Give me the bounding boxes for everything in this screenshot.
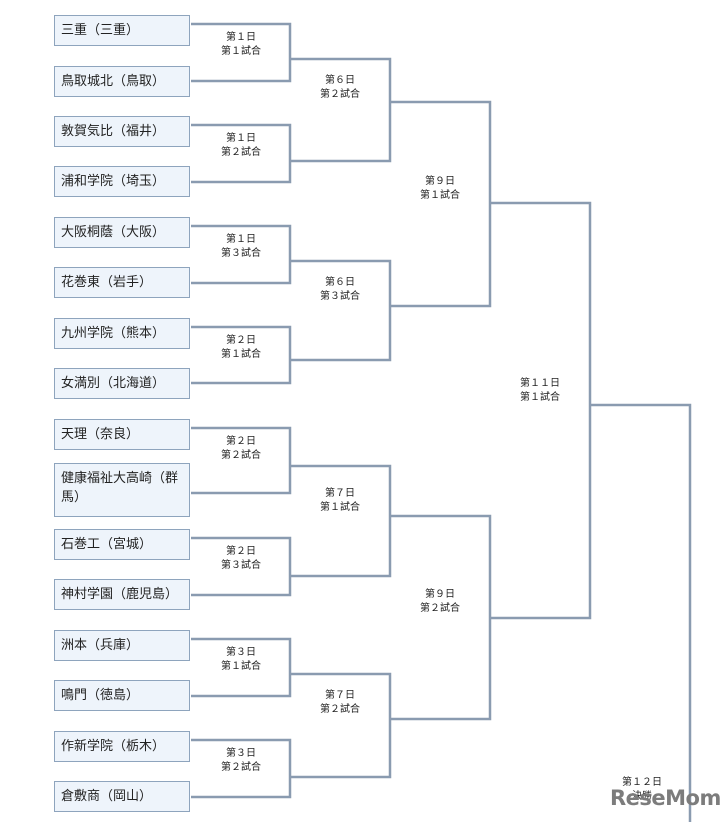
team-name: 天理（奈良） <box>61 427 140 442</box>
match-day: 第２日 <box>226 436 256 447</box>
team-slot: 花巻東（岩手） <box>54 267 190 298</box>
match-label: 第６日第２試合 <box>304 74 376 102</box>
match-label: 第２日第２試合 <box>205 435 277 463</box>
match-game: 第１試合 <box>320 502 360 513</box>
match-game: 第３試合 <box>320 291 360 302</box>
team-name: 鳥取城北（鳥取） <box>61 74 166 89</box>
match-label-final: 第１２日決勝 <box>604 776 680 804</box>
team-name: 倉敷商（岡山） <box>61 789 153 804</box>
match-label: 第２日第１試合 <box>205 334 277 362</box>
match-game: 第３試合 <box>221 248 261 259</box>
team-slot: 浦和学院（埼玉） <box>54 166 190 197</box>
team-name: 三重（三重） <box>61 23 140 38</box>
match-game: 第１試合 <box>420 190 460 201</box>
match-game: 第１試合 <box>221 46 261 57</box>
team-slot: 敦賀気比（福井） <box>54 116 190 147</box>
match-label: 第７日第１試合 <box>304 487 376 515</box>
team-name: 女満別（北海道） <box>61 376 166 391</box>
match-game: 第２試合 <box>221 450 261 461</box>
match-game: 決勝 <box>632 791 652 802</box>
match-game: 第１試合 <box>221 349 261 360</box>
match-game: 第２試合 <box>420 603 460 614</box>
team-slot: 神村学園（鹿児島） <box>54 579 190 610</box>
team-slot: 鳥取城北（鳥取） <box>54 66 190 97</box>
match-label: 第３日第２試合 <box>205 747 277 775</box>
match-game: 第３試合 <box>221 560 261 571</box>
team-name: 敦賀気比（福井） <box>61 124 166 139</box>
team-name: 鳴門（徳島） <box>61 688 140 703</box>
match-label: 第１日第３試合 <box>205 233 277 261</box>
match-day: 第９日 <box>425 176 455 187</box>
match-label: 第６日第３試合 <box>304 276 376 304</box>
resemom-logo: ReseMom <box>610 786 721 810</box>
team-slot: 三重（三重） <box>54 15 190 46</box>
match-day: 第６日 <box>325 277 355 288</box>
team-slot: 鳴門（徳島） <box>54 680 190 711</box>
match-game: 第１試合 <box>221 661 261 672</box>
team-slot: 大阪桐蔭（大阪） <box>54 217 190 248</box>
team-name: 神村学園（鹿児島） <box>61 587 179 602</box>
match-game: 第２試合 <box>221 762 261 773</box>
match-label: 第９日第１試合 <box>404 175 476 203</box>
match-game: 第２試合 <box>320 89 360 100</box>
team-name: 洲本（兵庫） <box>61 638 140 653</box>
team-slot: 作新学院（栃木） <box>54 731 190 762</box>
match-game: 第２試合 <box>320 704 360 715</box>
match-game: 第１試合 <box>520 392 560 403</box>
match-day: 第１日 <box>226 32 256 43</box>
match-day: 第３日 <box>226 748 256 759</box>
match-day: 第３日 <box>226 647 256 658</box>
team-name: 九州学院（熊本） <box>61 326 166 341</box>
match-day: 第１日 <box>226 234 256 245</box>
match-label: 第１日第２試合 <box>205 132 277 160</box>
logo-text: ReseMom <box>610 786 721 810</box>
match-label: 第１日第１試合 <box>205 31 277 59</box>
team-name: 健康福祉大高崎（群馬） <box>61 471 179 505</box>
team-name: 石巻工（宮城） <box>61 537 153 552</box>
match-day: 第９日 <box>425 589 455 600</box>
match-label: 第２日第３試合 <box>205 545 277 573</box>
match-label: 第１１日第１試合 <box>502 377 578 405</box>
team-slot: 女満別（北海道） <box>54 368 190 399</box>
match-day: 第１１日 <box>520 378 560 389</box>
match-game: 第２試合 <box>221 147 261 158</box>
team-name: 作新学院（栃木） <box>61 739 166 754</box>
match-day: 第２日 <box>226 546 256 557</box>
team-name: 花巻東（岩手） <box>61 275 153 290</box>
match-day: 第７日 <box>325 488 355 499</box>
match-day: 第１２日 <box>622 777 662 788</box>
team-slot: 洲本（兵庫） <box>54 630 190 661</box>
team-slot: 九州学院（熊本） <box>54 318 190 349</box>
match-day: 第２日 <box>226 335 256 346</box>
team-slot: 石巻工（宮城） <box>54 529 190 560</box>
team-name: 大阪桐蔭（大阪） <box>61 225 166 240</box>
team-slot: 天理（奈良） <box>54 419 190 450</box>
team-slot: 倉敷商（岡山） <box>54 781 190 812</box>
match-label: 第９日第２試合 <box>404 588 476 616</box>
team-name: 浦和学院（埼玉） <box>61 174 166 189</box>
match-label: 第７日第２試合 <box>304 689 376 717</box>
match-day: 第６日 <box>325 75 355 86</box>
match-label: 第３日第１試合 <box>205 646 277 674</box>
match-day: 第７日 <box>325 690 355 701</box>
team-slot: 健康福祉大高崎（群馬） <box>54 463 190 517</box>
match-day: 第１日 <box>226 133 256 144</box>
